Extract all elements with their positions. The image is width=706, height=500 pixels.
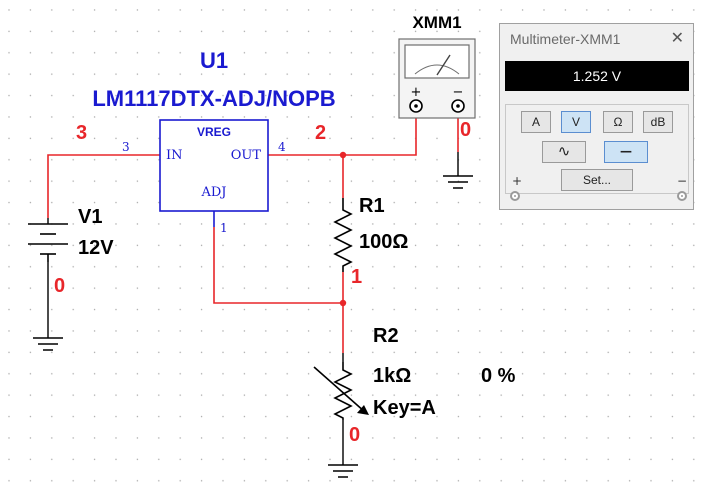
pin-number-in: 3 bbox=[122, 140, 130, 154]
multimeter-reading: 1.252 V bbox=[505, 61, 689, 91]
multimeter-panel[interactable]: Multimeter-XMM1 ✕ 1.252 V A V Ω dB ∿ — S… bbox=[499, 23, 694, 210]
ground-symbol-r2 bbox=[328, 464, 358, 478]
v1-refdes: V1 bbox=[78, 206, 102, 228]
net-label-gnd-v1: 0 bbox=[54, 275, 65, 297]
panel-minus-label: − bbox=[677, 174, 688, 188]
meter-minus-label: − bbox=[453, 85, 464, 100]
wire-net-3 bbox=[47, 154, 160, 218]
r1-value: 100Ω bbox=[359, 231, 408, 253]
regulator-refdes: U1 bbox=[200, 48, 228, 73]
meter-needle-icon bbox=[436, 54, 451, 76]
net-label-mid: 1 bbox=[351, 266, 362, 288]
net-label-gnd-r2: 0 bbox=[349, 424, 360, 446]
net-label-out: 2 bbox=[315, 122, 326, 144]
r2-key: Key=A bbox=[373, 397, 436, 419]
mode-amps-button[interactable]: A bbox=[521, 111, 551, 133]
potentiometer-r2[interactable] bbox=[313, 362, 369, 420]
panel-plus-label: + bbox=[512, 174, 523, 188]
regulator-body-label: VREG bbox=[197, 125, 231, 139]
regulator-part-number: LM1117DTX-ADJ/NOPB bbox=[92, 86, 335, 111]
wire-net-1 bbox=[213, 227, 343, 304]
pin-in-label: IN bbox=[166, 148, 183, 163]
meter-scale-arc bbox=[414, 64, 460, 75]
ac-coupling-button[interactable]: ∿ bbox=[542, 141, 586, 163]
ground-symbol-v1 bbox=[33, 337, 63, 351]
r2-value: 1kΩ bbox=[373, 365, 411, 387]
multimeter-symbol-xmm1[interactable]: + − bbox=[398, 38, 476, 119]
regulator-body bbox=[159, 119, 269, 212]
settings-button[interactable]: Set... bbox=[561, 169, 633, 191]
panel-plus-terminal[interactable] bbox=[510, 191, 520, 201]
mode-volts-button[interactable]: V bbox=[561, 111, 591, 133]
junction-dot bbox=[339, 299, 347, 307]
wires bbox=[47, 118, 459, 353]
r2-refdes: R2 bbox=[373, 325, 399, 347]
r2-percent: 0 % bbox=[481, 365, 516, 387]
arrowhead-icon bbox=[357, 405, 369, 415]
meter-face bbox=[404, 44, 470, 79]
v1-value: 12V bbox=[78, 237, 114, 259]
pin-out-label: OUT bbox=[231, 148, 262, 163]
resistor-r1[interactable] bbox=[333, 198, 353, 272]
regulator-u1[interactable]: VREG IN OUT ADJ bbox=[159, 119, 269, 227]
pin-number-out: 4 bbox=[278, 140, 286, 154]
battery-symbol-v1[interactable] bbox=[28, 223, 68, 262]
meter-refdes: XMM1 bbox=[412, 13, 461, 32]
mode-ohms-button[interactable]: Ω bbox=[603, 111, 633, 133]
dc-coupling-button[interactable]: — bbox=[604, 141, 648, 163]
meter-plus-label: + bbox=[411, 85, 422, 100]
junction-dot bbox=[339, 151, 347, 159]
wire-net-2 bbox=[268, 118, 417, 156]
pin-adj-label: ADJ bbox=[200, 185, 226, 200]
multimeter-controls: A V Ω dB ∿ — Set... bbox=[505, 104, 689, 194]
r1-refdes: R1 bbox=[359, 195, 385, 217]
multimeter-title: Multimeter-XMM1 bbox=[510, 31, 621, 47]
wiper-arrow-icon bbox=[313, 366, 366, 413]
ground-symbol-xmm bbox=[443, 175, 473, 189]
pin-number-adj: 1 bbox=[220, 221, 228, 235]
net-label-gnd-xmm: 0 bbox=[460, 119, 471, 141]
net-label-in: 3 bbox=[76, 122, 87, 144]
panel-minus-terminal[interactable] bbox=[677, 191, 687, 201]
mode-db-button[interactable]: dB bbox=[643, 111, 673, 133]
close-icon[interactable]: ✕ bbox=[670, 28, 684, 47]
